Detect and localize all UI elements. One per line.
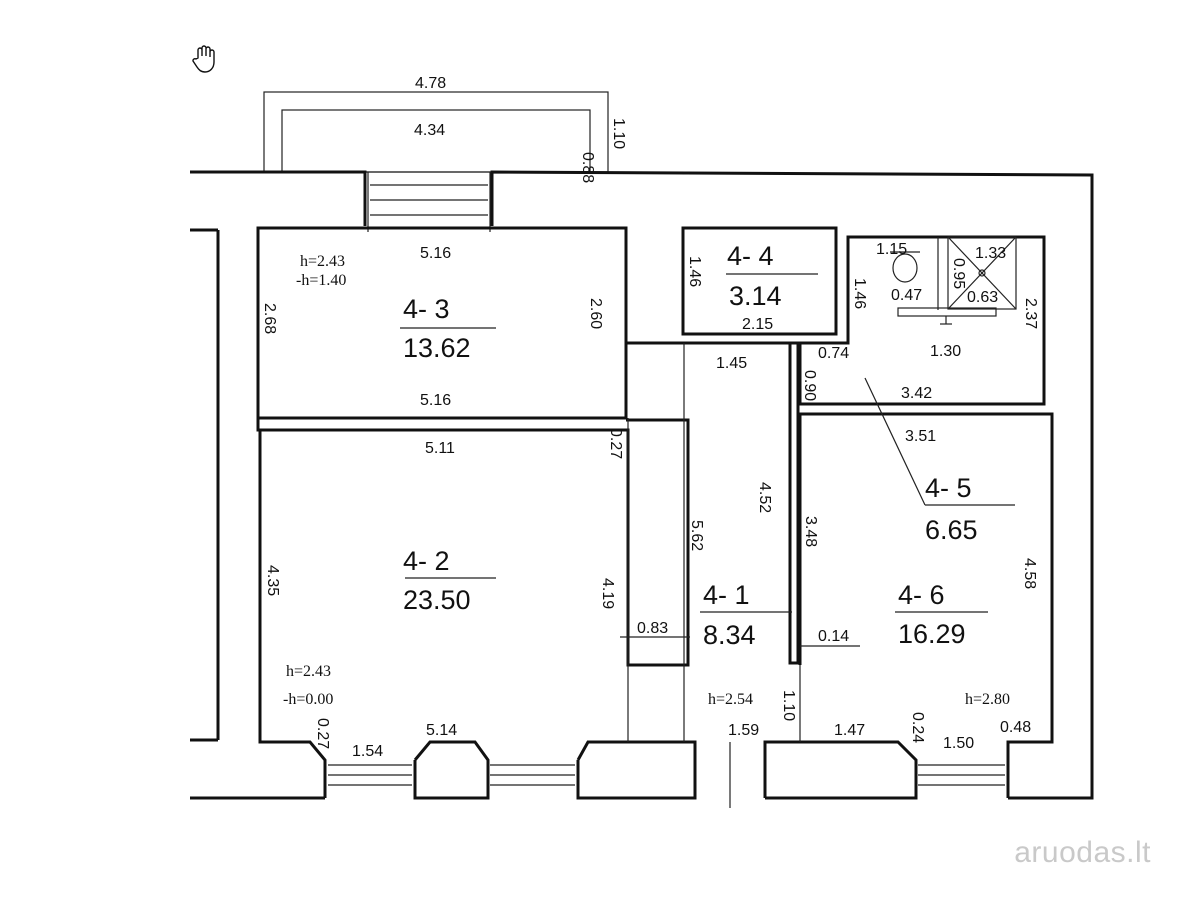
entrance-steps: [328, 764, 1005, 786]
dim-4-3-top: 5.16: [420, 245, 451, 262]
dim-342: 3.42: [901, 385, 932, 402]
room-id-4-5: 4- 5: [925, 473, 972, 503]
dim-562: 5.62: [688, 520, 705, 551]
dim-351: 3.51: [905, 428, 936, 445]
dim-bath-133: 1.33: [975, 245, 1006, 262]
dim-4-2-left: 4.35: [264, 565, 281, 596]
dim-4-3-right: 2.60: [587, 298, 604, 329]
dim-083: 0.83: [637, 620, 668, 637]
balcony: [263, 91, 609, 232]
dim-bath-115: 1.15: [876, 241, 907, 258]
dim-hall-145: 1.45: [716, 355, 747, 372]
dim-4-3-bottom: 5.16: [420, 392, 451, 409]
dim-bath-237: 2.37: [1022, 298, 1039, 329]
height-4-2: h=2.43: [286, 663, 331, 680]
room-area-4-4: 3.14: [729, 281, 782, 311]
dim-4-4-left: 1.46: [686, 256, 703, 287]
dim-bath-130: 1.30: [930, 343, 961, 360]
dim-027-top: 0.27: [607, 428, 624, 459]
dim-b147: 1.47: [834, 722, 865, 739]
room-id-4-1: 4- 1: [703, 580, 750, 610]
bathroom-walls: [790, 235, 1046, 406]
room-id-4-4: 4- 4: [727, 241, 774, 271]
dim-b159: 1.59: [728, 722, 759, 739]
dim-bath-146: 1.46: [851, 278, 868, 309]
room-id-4-3: 4- 3: [403, 294, 450, 324]
room-area-4-2: 23.50: [403, 585, 471, 615]
dim-b110: 1.10: [780, 690, 797, 721]
shower-icon: [978, 269, 986, 277]
room-id-4-6: 4- 6: [898, 580, 945, 610]
room-id-4-2: 4- 2: [403, 546, 450, 576]
dim-4-2-top: 5.11: [425, 440, 455, 457]
dim-074: 0.74: [818, 345, 849, 362]
dim-b024: 0.24: [909, 712, 926, 743]
dim-348: 3.48: [802, 516, 819, 547]
dim-419: 4.19: [599, 578, 616, 609]
dim-4-4-bottom: 2.15: [742, 316, 773, 333]
dim-balcony-088: 0.88: [579, 152, 596, 183]
dim-b048: 0.48: [1000, 719, 1031, 736]
dim-bath-063: 0.63: [967, 289, 998, 306]
dim-090: 0.90: [801, 370, 818, 401]
dim-balcony-outer: 4.78: [415, 75, 446, 92]
watermark-logo: aruodas.lt: [1014, 836, 1151, 869]
dim-452: 4.52: [756, 482, 773, 513]
toilet-icon: [890, 251, 920, 283]
height-4-3: h=2.43: [300, 253, 345, 270]
room-area-4-3: 13.62: [403, 333, 471, 363]
dim-b150: 1.50: [943, 735, 974, 752]
dim-b514: 5.14: [426, 722, 457, 739]
dim-b027: 0.27: [314, 718, 331, 749]
dim-4-3-left: 2.68: [261, 303, 278, 334]
dim-balcony-inner: 4.34: [414, 122, 445, 139]
height-4-1: h=2.54: [708, 691, 753, 708]
dim-b154: 1.54: [352, 743, 383, 760]
dim-balcony-110: 1.10: [610, 118, 627, 149]
dim-bath-047: 0.47: [891, 287, 922, 304]
dim-014: 0.14: [818, 628, 849, 645]
room-area-4-5: 6.65: [925, 515, 978, 545]
height-4-6: h=2.80: [965, 691, 1010, 708]
room-area-4-1: 8.34: [703, 620, 756, 650]
room-4-6-walls: [763, 412, 1054, 800]
dim-458: 4.58: [1021, 558, 1038, 589]
corridor-partition: [788, 341, 800, 665]
leader-line: [864, 377, 926, 506]
room-area-4-6: 16.29: [898, 619, 966, 649]
room-4-4-walls: [681, 226, 838, 336]
room-4-3-walls: [256, 226, 790, 420]
hand-cursor-icon: [192, 45, 215, 73]
height-minus-4-2: -h=0.00: [283, 691, 333, 708]
height-minus-4-3: -h=1.40: [296, 272, 346, 289]
dim-bath-095: 0.95: [950, 258, 967, 289]
exterior-walls: [190, 170, 1094, 800]
